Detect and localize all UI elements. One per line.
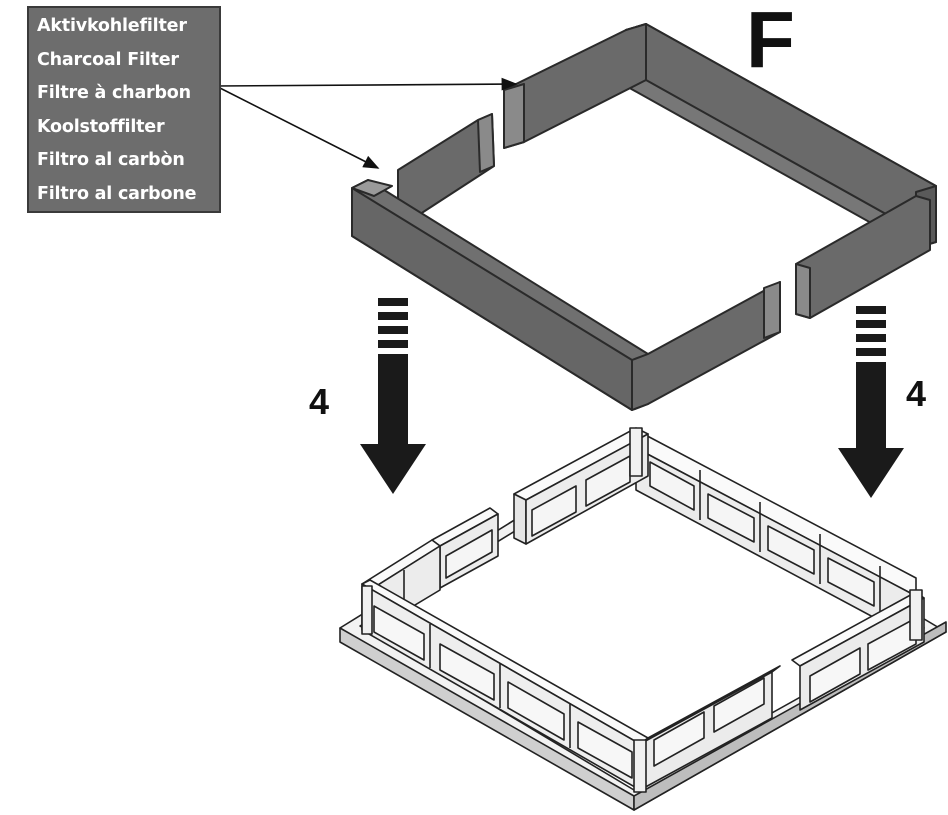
- part-letter: F: [746, 0, 795, 84]
- callout-line-en: Charcoal Filter: [37, 49, 179, 70]
- step-number-left: 4: [309, 381, 330, 422]
- frame-post-top: [629, 427, 643, 477]
- filter-segment-left-stub: [397, 113, 495, 225]
- callout-line-fr: Filtre à charbon: [37, 83, 191, 103]
- callout-line-nl: Koolstoffilter: [37, 116, 165, 137]
- frame-rail-right-stub: [791, 591, 925, 711]
- frame-rail-back-left: [513, 427, 649, 545]
- filter-segment-right-stub: [795, 195, 931, 319]
- frame-post-right: [909, 589, 923, 641]
- step-number-right: 4: [906, 373, 927, 414]
- frame-rail-front-left: [361, 579, 649, 791]
- filter-frame: [339, 427, 947, 811]
- callout-leaders: [215, 77, 518, 169]
- frame-rail-front-right: [639, 665, 781, 791]
- callout-line-it: Filtro al carbone: [37, 183, 197, 204]
- filter-segment-back-left: [503, 23, 647, 149]
- callout-line-de: Aktivkohlefilter: [37, 16, 187, 36]
- frame-post-left: [361, 585, 373, 635]
- filter-segment-front-right: [631, 281, 781, 411]
- charcoal-filter-callout: Aktivkohlefilter Charcoal Filter Filtre …: [27, 6, 221, 213]
- frame-rail-back-right: [635, 429, 917, 641]
- charcoal-filter-ring: [351, 23, 937, 411]
- down-arrow-right: [838, 306, 904, 498]
- frame-post-bottom: [633, 739, 647, 793]
- callout-line-es: Filtro al carbòn: [37, 150, 185, 170]
- down-arrow-left: [360, 298, 426, 494]
- frame-rail-left-stub: [431, 507, 499, 589]
